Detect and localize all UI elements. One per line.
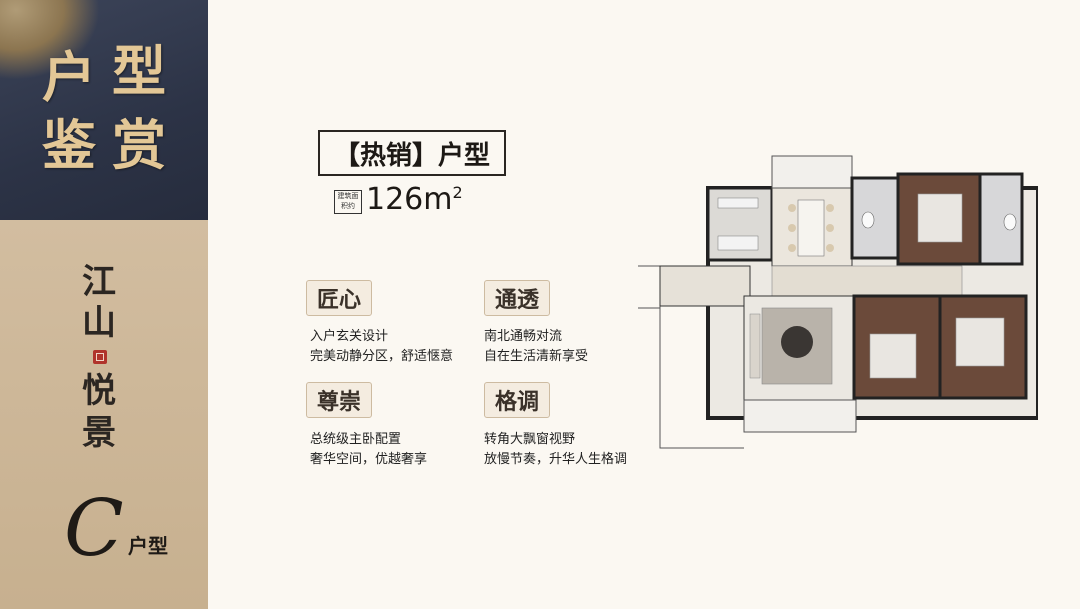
plan-corridor: [771, 265, 963, 297]
title-char-1: 户: [42, 45, 96, 109]
plan-master-bed: [917, 193, 963, 243]
plan-chair-5: [826, 224, 834, 232]
title-char-2: 型: [112, 39, 166, 103]
project-char-3: 悦: [82, 371, 116, 411]
plan-kitchen-counter: [717, 197, 759, 209]
plan-coffee-table: [781, 326, 813, 358]
feature-2-line-1: 南北通畅对流: [484, 329, 563, 344]
plan-chair-4: [826, 204, 834, 212]
plan-chair-3: [788, 244, 796, 252]
plan-bathroom-1: [850, 176, 900, 260]
feature-3-line-1: 总统级主卧配置: [310, 432, 402, 447]
hot-sale-badge: 【热销】户型: [318, 130, 507, 176]
plan-bedroom-2: [852, 294, 942, 400]
area-number: 126m: [366, 182, 453, 217]
feature-1-line-1: 入户玄关设计: [310, 329, 389, 344]
plan-sofa: [749, 313, 761, 379]
area-unit-sup: 2: [452, 183, 463, 202]
plan-bed-2: [869, 333, 917, 379]
project-char-2: 山: [82, 303, 116, 343]
feature-4-line-2: 放慢节奏，升华人生格调: [484, 452, 628, 467]
sidebar-header-panel: 户 型 鉴 赏: [0, 0, 208, 220]
feature-title-1: 匠心: [306, 280, 372, 316]
feature-title-2: 通透: [484, 280, 550, 316]
plan-entry-outline: [638, 265, 661, 309]
plan-chair-2: [788, 224, 796, 232]
plan-terrace-outline: [659, 308, 744, 449]
feature-3-line-2: 奢华空间，优越奢享: [310, 452, 428, 467]
floor-plan-image: [638, 155, 1038, 449]
title-char-3: 鉴: [42, 113, 96, 177]
plan-toilet-1: [861, 211, 875, 229]
project-char-4: 景: [82, 413, 116, 453]
plan-bed-3: [955, 317, 1005, 367]
plan-entry-hall: [659, 265, 751, 307]
area-tag: 建筑面积约: [334, 190, 362, 214]
feature-2-line-2: 自在生活清新享受: [484, 349, 589, 364]
feature-4-line-1: 转角大飘窗视野: [484, 432, 576, 447]
plan-kitchen-sink: [717, 235, 759, 251]
plan-chair-6: [826, 244, 834, 252]
sidebar: 户 型 鉴 赏 江 山 悦 景 C 户型: [0, 0, 208, 609]
unit-type-label: 户型: [128, 534, 168, 558]
plan-north-balcony: [771, 155, 853, 189]
unit-letter: C: [64, 484, 124, 574]
plan-south-balcony: [743, 399, 857, 433]
plan-chair-1: [788, 204, 796, 212]
sidebar-info-panel: [0, 220, 208, 609]
plan-toilet-2: [1003, 213, 1017, 231]
project-char-1: 江: [82, 262, 116, 302]
title-char-4: 赏: [112, 113, 166, 177]
gold-leaf-decoration: [0, 0, 100, 80]
feature-1-line-2: 完美动静分区，舒适惬意: [310, 349, 454, 364]
red-seal-icon: [93, 350, 107, 364]
plan-dining-table: [797, 199, 825, 257]
feature-title-4: 格调: [484, 382, 550, 418]
feature-title-3: 尊崇: [306, 382, 372, 418]
area-value: 126m2: [366, 182, 463, 217]
